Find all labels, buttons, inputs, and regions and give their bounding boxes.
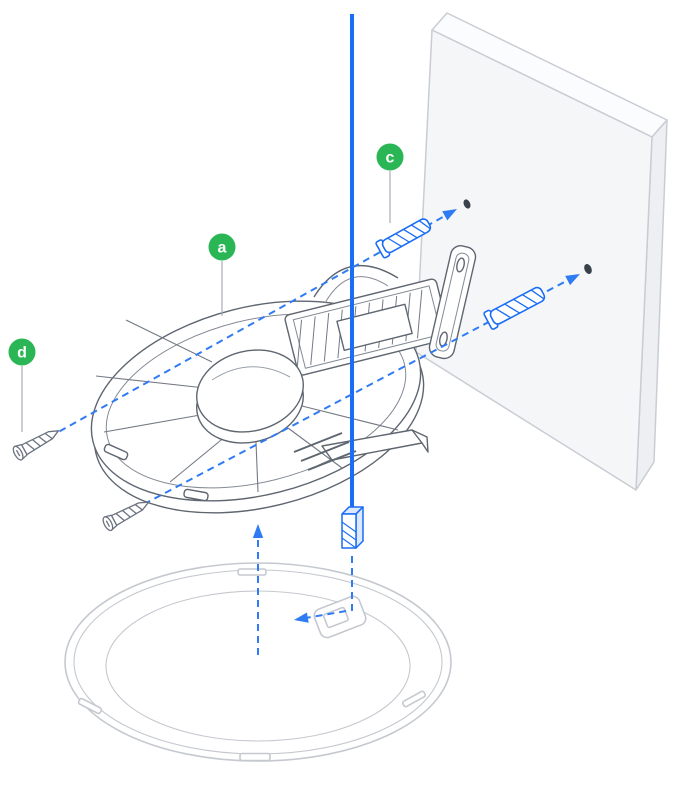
badge-c-circle <box>376 143 404 171</box>
arrow-cable-left <box>294 612 309 623</box>
label-leaders <box>21 171 391 432</box>
label-badge-a: a <box>208 233 236 261</box>
bracket-keyhole-box <box>284 278 451 376</box>
mounting-bracket <box>90 245 477 514</box>
label-badges: a c d <box>8 143 404 366</box>
label-badge-d: d <box>8 338 36 366</box>
arrow-into-hole-2 <box>565 274 580 286</box>
guide-line-screw-1 <box>27 212 451 450</box>
wall-anchors <box>375 218 546 330</box>
screw-1 <box>12 430 60 461</box>
ap-port-recess <box>313 595 367 639</box>
ap-tab-right <box>401 690 427 708</box>
bracket-arm <box>293 429 429 471</box>
ap-tab-top <box>237 568 267 576</box>
bracket-ribs <box>95 319 399 493</box>
guide-arrows <box>252 209 580 623</box>
arrow-into-hole-1 <box>442 209 457 221</box>
wall-front-face <box>415 29 653 491</box>
screw-2 <box>102 501 150 532</box>
badge-c-text: c <box>386 150 395 167</box>
bracket-clip-2 <box>183 488 209 502</box>
bracket-clip-1 <box>103 443 129 461</box>
wall <box>415 12 668 491</box>
ap-inner-rim <box>73 569 443 755</box>
bracket-dome <box>196 349 304 444</box>
bracket-plate-inner-rim <box>105 313 407 489</box>
bracket-wall-flange <box>428 245 477 360</box>
arrow-attach-up <box>252 524 264 538</box>
badge-a-circle <box>208 233 236 261</box>
wall-hole-1 <box>463 199 471 209</box>
wall-anchor-1 <box>375 218 432 259</box>
ap-tab-left <box>77 697 103 715</box>
badge-a-text: a <box>218 240 227 257</box>
badge-d-circle <box>8 338 36 366</box>
screws <box>12 430 150 532</box>
bracket-keyhole-slot <box>336 303 413 352</box>
wall-anchor-2 <box>483 286 546 330</box>
cable-connector-icon <box>341 506 364 549</box>
wall-hole-2 <box>584 264 592 274</box>
ap-tab-bottom <box>239 752 271 762</box>
label-badge-c: c <box>376 143 404 171</box>
badge-d-text: d <box>17 345 27 362</box>
guide-line-cable <box>299 556 353 620</box>
